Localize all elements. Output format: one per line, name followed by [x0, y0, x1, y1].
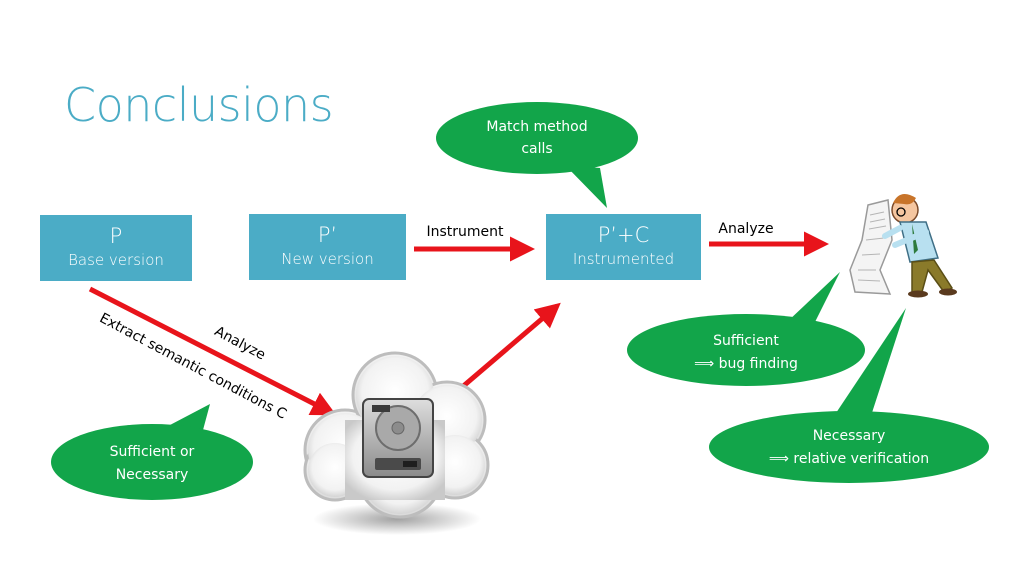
bubble-son-line1: Sufficient or — [110, 444, 195, 460]
arrow-extract-conditions — [88, 286, 337, 416]
bubble-son-line2: Necessary — [116, 467, 189, 483]
bubble-necessary — [709, 308, 989, 483]
slide-title: Conclusions — [64, 78, 334, 132]
hard-drive-icon — [362, 398, 434, 478]
bubble-sufficient-or-necessary — [51, 404, 253, 500]
bubble-match-line1: Match method — [486, 119, 587, 135]
box-base-version: P Base version — [40, 215, 192, 281]
box-base-version-symbol: P — [109, 224, 123, 248]
arrow-instrument-label: Instrument — [426, 224, 504, 240]
box-new-version: P’ New version — [249, 214, 406, 280]
box-new-version-symbol: P’ — [317, 223, 338, 247]
box-base-version-label: Base version — [68, 251, 164, 269]
bubble-sufficient-line1: Sufficient — [713, 333, 779, 349]
bubble-match-method-calls — [436, 102, 638, 208]
bubble-match-line2: calls — [521, 141, 552, 157]
cloud-drive-icon — [303, 351, 490, 535]
box-instrumented-symbol: P’+C — [597, 223, 650, 247]
bubble-sufficient — [627, 272, 865, 386]
person-reading-printout-icon — [849, 194, 957, 298]
bubble-necessary-line1: Necessary — [813, 428, 886, 444]
bubble-sufficient-line2: ⟹ bug finding — [694, 356, 798, 372]
arrow-analyze-top-label: Analyze — [718, 221, 773, 237]
arrow-extract-label: Extract semantic conditions C — [97, 310, 290, 423]
box-instrumented-label: Instrumented — [572, 250, 675, 268]
box-instrumented: P’+C Instrumented — [546, 214, 701, 280]
bubble-necessary-line2: ⟹ relative verification — [769, 451, 929, 467]
box-new-version-label: New version — [281, 250, 374, 268]
